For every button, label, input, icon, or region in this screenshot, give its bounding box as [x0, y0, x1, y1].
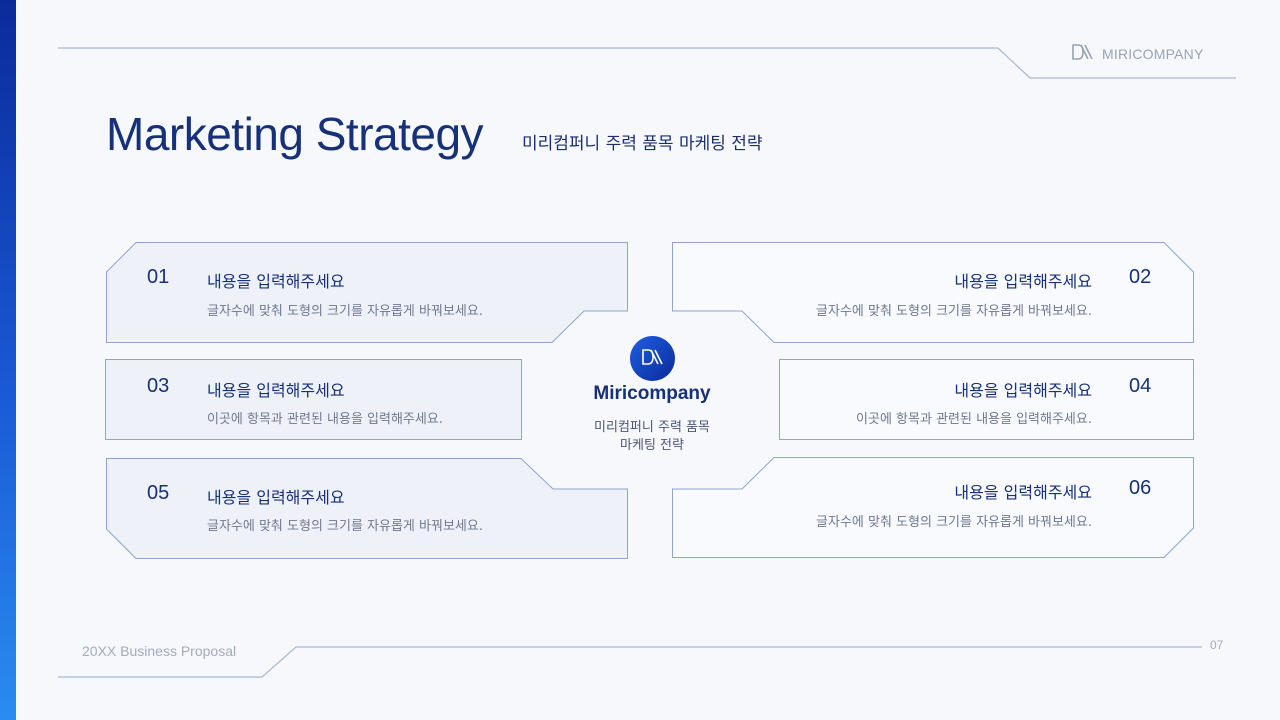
strategy-card-01: 01 내용을 입력해주세요 글자수에 맞춰 도형의 크기를 자유롭게 바꿔보세요…: [106, 242, 628, 343]
card-shape: [105, 359, 522, 440]
sidebar-accent-bar: [0, 0, 16, 720]
center-description-line: 미리컴퍼니 주력 품목: [594, 420, 710, 435]
center-description-line: 마케팅 전략: [620, 438, 684, 453]
card-title: 내용을 입력해주세요: [207, 272, 345, 291]
card-number: 04: [1129, 375, 1152, 397]
card-number: 05: [147, 482, 170, 504]
card-shape: [106, 458, 628, 559]
page-number: 07: [1210, 638, 1224, 652]
card-description: 글자수에 맞춰 도형의 크기를 자유롭게 바꿔보세요.: [207, 304, 483, 319]
card-title: 내용을 입력해주세요: [207, 381, 345, 400]
page-title: Marketing Strategy: [106, 108, 484, 160]
strategy-card-03: 03 내용을 입력해주세요 이곳에 항목과 관련된 내용을 입력해주세요.: [105, 359, 522, 440]
card-number: 01: [147, 266, 170, 288]
card-shape: [779, 359, 1194, 440]
brand-logo-icon: [641, 348, 664, 369]
brand-logo-icon: [1072, 44, 1094, 64]
card-title: 내용을 입력해주세요: [954, 272, 1092, 291]
strategy-card-04: 04 내용을 입력해주세요 이곳에 항목과 관련된 내용을 입력해주세요.: [779, 359, 1194, 440]
center-description: 미리컴퍼니 주력 품목 마케팅 전략: [572, 419, 732, 455]
card-number: 03: [147, 375, 170, 397]
card-description: 글자수에 맞춰 도형의 크기를 자유롭게 바꿔보세요.: [816, 515, 1092, 530]
card-number: 06: [1129, 477, 1152, 499]
strategy-card-02: 02 내용을 입력해주세요 글자수에 맞춰 도형의 크기를 자유롭게 바꿔보세요…: [672, 242, 1194, 343]
card-title: 내용을 입력해주세요: [207, 488, 345, 507]
card-description: 글자수에 맞춰 도형의 크기를 자유롭게 바꿔보세요.: [816, 304, 1092, 319]
card-shape: [106, 242, 628, 343]
card-description: 이곳에 항목과 관련된 내용을 입력해주세요.: [856, 412, 1092, 427]
center-logo-badge: [630, 336, 675, 381]
strategy-card-06: 06 내용을 입력해주세요 글자수에 맞춰 도형의 크기를 자유롭게 바꿔보세요…: [672, 457, 1194, 558]
card-description: 이곳에 항목과 관련된 내용을 입력해주세요.: [207, 412, 443, 427]
card-description: 글자수에 맞춰 도형의 크기를 자유롭게 바꿔보세요.: [207, 519, 483, 534]
card-title: 내용을 입력해주세요: [954, 483, 1092, 502]
brand-header: MIRICOMPANY: [1072, 44, 1204, 64]
strategy-card-05: 05 내용을 입력해주세요 글자수에 맞춰 도형의 크기를 자유롭게 바꿔보세요…: [106, 458, 628, 559]
card-number: 02: [1129, 266, 1152, 288]
card-shape: [672, 457, 1194, 558]
center-company-name: Miricompany: [593, 383, 711, 404]
card-title: 내용을 입력해주세요: [954, 381, 1092, 400]
page-subtitle: 미리컴퍼니 주력 품목 마케팅 전략: [522, 134, 763, 154]
card-shape: [672, 242, 1194, 343]
footer-label: 20XX Business Proposal: [82, 643, 237, 659]
brand-name: MIRICOMPANY: [1102, 46, 1204, 62]
